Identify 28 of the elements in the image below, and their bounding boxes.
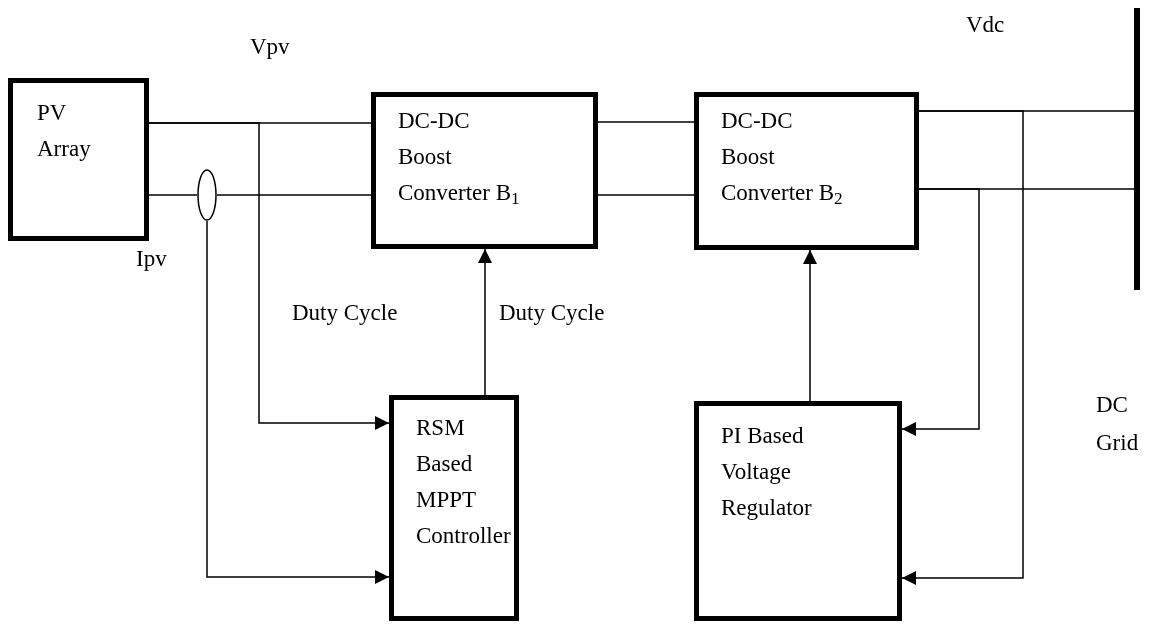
- arrow: [901, 188, 980, 436]
- block-label: DC-DC Boost Converter B$_{1}$: [398, 107, 521, 211]
- block-box: [389, 395, 519, 621]
- block-label: RSM Based MPPT Controller: [416, 414, 512, 550]
- connector-line: [216, 194, 372, 196]
- connector-line: [597, 121, 695, 123]
- arrow: [206, 220, 390, 584]
- block-label: DC-DC Boost Converter B$_{2}$: [721, 107, 844, 211]
- block-box: [371, 92, 598, 249]
- arrow: [478, 248, 492, 396]
- signal-label: Ipv: [136, 245, 167, 273]
- block-box: [694, 92, 919, 250]
- dc-bus-bar: [1134, 8, 1140, 290]
- block-box: [694, 401, 902, 621]
- signal-label: Duty Cycle: [499, 299, 605, 327]
- connector-line: [148, 194, 198, 196]
- signal-label: Vdc: [966, 11, 1005, 39]
- block-label: PI Based Voltage Regulator: [721, 422, 813, 522]
- current-sensor-ellipse: [197, 169, 217, 221]
- signal-label: Vpv: [250, 33, 290, 61]
- signal-label: DC Grid: [1096, 391, 1140, 457]
- arrow: [803, 249, 817, 402]
- arrow: [901, 110, 1024, 585]
- signal-label: Duty Cycle: [292, 299, 398, 327]
- connector-line: [597, 194, 695, 196]
- block-label: PV Array: [37, 99, 92, 163]
- arrow: [148, 122, 390, 430]
- block-box: [8, 78, 149, 241]
